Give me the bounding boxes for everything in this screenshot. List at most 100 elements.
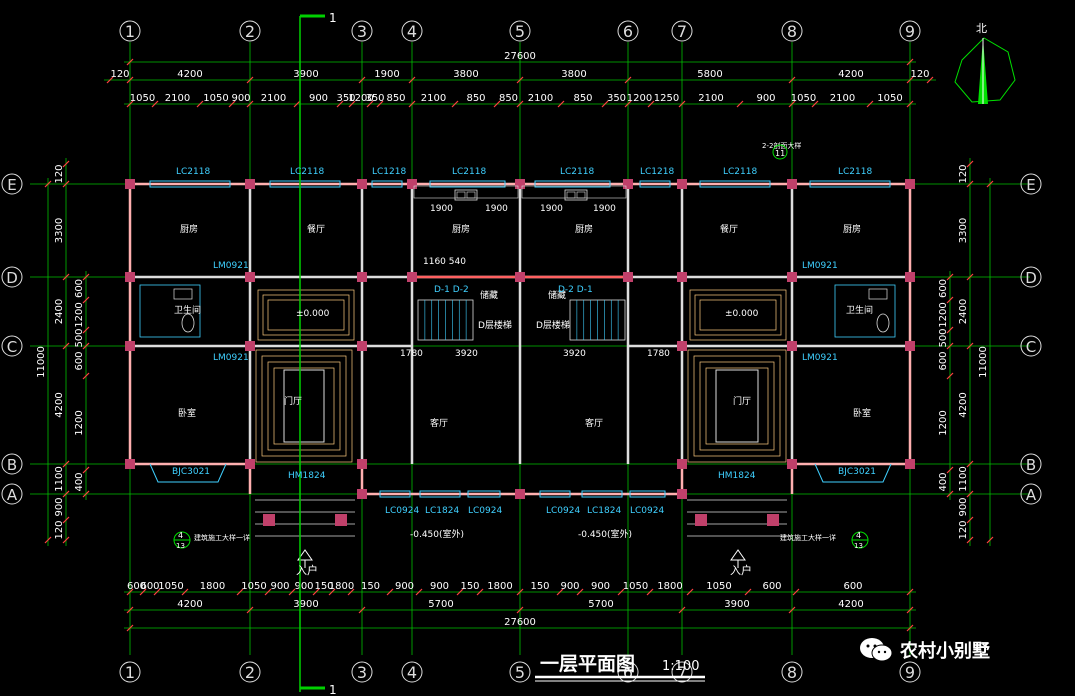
foyer-right-ring-1 (693, 355, 781, 457)
dim-left-inner-tick-4 (82, 372, 90, 380)
dim-right-outer-label-3: 4200 (958, 392, 969, 417)
room-dining-right: 餐厅 (720, 223, 738, 235)
dim-top-row2-tick-4 (408, 76, 416, 84)
axis-bubble-right-C (1020, 335, 1042, 357)
column-6 (677, 179, 687, 189)
dim-right-outer-label-5: 900 (958, 497, 969, 516)
dim-right-overall-label-0: 11000 (978, 346, 989, 378)
dim-right-inner-label-0: 600 (938, 279, 949, 298)
dim-bottom-row2-tick-4 (678, 606, 686, 614)
dim-top-row3-label-7: 1200 (348, 93, 373, 104)
axis-label-top-8: 8 (787, 22, 797, 41)
dim-right-outer-label-0: 120 (958, 164, 969, 183)
foyer-right-ring-0 (687, 349, 787, 463)
walls (125, 179, 915, 499)
door-lm-left-top: LM0921 (213, 261, 249, 271)
dim-top-row3-tick-3 (228, 100, 236, 108)
room-kitchen-center-left: 厨房 (452, 223, 470, 235)
dim-bottom-row1-label-4: 1050 (241, 581, 266, 592)
dim-top-row3-tick-12 (493, 100, 501, 108)
dim-overall-top-label-0: 27600 (504, 51, 536, 62)
dim-bottom-row1-tick-4 (236, 588, 244, 596)
bath-right-frame (834, 284, 896, 338)
dim-bottom-row1-tick-14 (516, 588, 524, 596)
door-lm-right-bottom: LM0921 (802, 353, 838, 363)
dim-top-row2-tick-3 (358, 76, 366, 84)
window-south-2 (467, 490, 501, 498)
dim-bottom-row1-tick-5 (264, 588, 272, 596)
dim-top-row2-label-7: 4200 (838, 69, 863, 80)
column-30 (357, 489, 367, 499)
window-south-0 (379, 490, 411, 498)
dim-left-outer-label-2: 2400 (54, 299, 65, 324)
dim-overall-top-tick-1 (906, 58, 914, 66)
room-bedroom-right: 卧室 (853, 407, 871, 419)
dim-top-row2-label-6: 5800 (697, 69, 722, 80)
dim-bottom-row1-label-20: 600 (762, 581, 781, 592)
axis-bubble-left-B (1, 453, 23, 475)
dim-bottom-row2-label-3: 5700 (588, 599, 613, 610)
dim-right-inner-tick-3 (946, 342, 954, 350)
room-dining-left: 餐厅 (307, 223, 325, 235)
dim-right-outer-tick-1 (966, 180, 974, 188)
dim-left-outer-label-6: 120 (54, 520, 65, 539)
column-13 (515, 272, 525, 282)
detail-tag-top: 11 (775, 149, 785, 158)
column-0 (125, 179, 135, 189)
detail-num-right: 4 (856, 531, 861, 540)
dim-3920-right: 3920 (563, 349, 586, 359)
detail-sheet-left: 13 (176, 542, 185, 550)
dim-bottom-row1-label-21: 600 (843, 581, 862, 592)
dim-top-row3-label-12: 850 (499, 93, 518, 104)
window-south-5 (629, 490, 666, 498)
dim-top-row3-label-6: 350 (336, 93, 355, 104)
window-label-5: LC2118 (560, 167, 594, 177)
dim-top-row3-label-5: 900 (309, 93, 328, 104)
dim-1900-c: 1900 (540, 204, 563, 214)
column-12 (407, 272, 417, 282)
axis-bubble-top-9 (899, 20, 921, 42)
dim-top-row3-label-22: 1050 (877, 93, 902, 104)
watermark: 农村小别墅 (858, 630, 990, 670)
dim-right-outer-label-1: 3300 (958, 218, 969, 243)
dim-bottom-row1-tick-2 (153, 588, 161, 596)
dim-overall-bottom-tick-0 (126, 624, 134, 632)
bath-left-basin (173, 288, 193, 300)
north-arrow: 北 (954, 22, 1016, 104)
dim-bottom-row1-tick-11 (415, 588, 423, 596)
dim-left-outer-label-0: 120 (54, 164, 65, 183)
column-10 (245, 272, 255, 282)
window-label-13: LC1824 (587, 506, 621, 516)
room-bath-right: 卫生间 (846, 304, 873, 316)
dim-overall-bottom-tick-1 (906, 624, 914, 632)
dim-bottom-row1-label-13: 1800 (487, 581, 512, 592)
dim-bottom-row1-tick-3 (181, 588, 189, 596)
window-label-4: LC2118 (452, 167, 486, 177)
column-17 (905, 272, 915, 282)
dim-top-row3-label-15: 350 (607, 93, 626, 104)
axis-label-top-3: 3 (357, 22, 367, 41)
axis-label-left-B: B (7, 456, 17, 474)
column-28 (787, 459, 797, 469)
dim-top-row3-label-3: 900 (231, 93, 250, 104)
column-20 (357, 341, 367, 351)
dim-left-inner-tick-5 (82, 466, 90, 474)
dim-right-inner-tick-5 (946, 466, 954, 474)
dim-right-inner-label-1: 1200 (938, 302, 949, 327)
dim-top-row2-label-5: 3800 (561, 69, 586, 80)
dim-bottom-row1-label-12: 150 (460, 581, 479, 592)
bath-left-frame (139, 284, 201, 338)
dim-top-row2-tick-8 (906, 76, 914, 84)
column-32 (677, 489, 687, 499)
dim-top-row3-tick-20 (788, 100, 796, 108)
room-storage-left: 储藏 (480, 289, 498, 301)
dim-top-row3-label-1: 2100 (165, 93, 190, 104)
axis-bubble-bottom-2 (239, 661, 261, 683)
level-right: ±0.000 (725, 309, 759, 319)
entry-right: 入户 (730, 563, 752, 577)
bath-right-basin (868, 288, 888, 300)
dim-top-row3-tick-16 (624, 100, 632, 108)
dim-right-inner-tick-4 (946, 372, 954, 380)
axis-label-top-5: 5 (515, 22, 525, 41)
axis-label-right-C: C (1026, 338, 1036, 356)
